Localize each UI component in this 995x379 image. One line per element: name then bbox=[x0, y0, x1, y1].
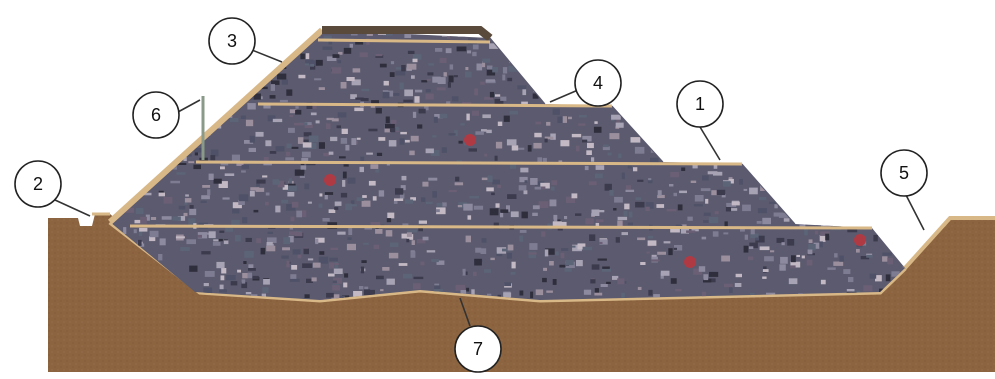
leader-line-2 bbox=[55, 200, 90, 216]
leader-line-5 bbox=[906, 195, 924, 230]
leader-line-3 bbox=[252, 50, 282, 62]
callout-2: 2 bbox=[15, 161, 61, 207]
svg-text:1: 1 bbox=[695, 94, 705, 114]
leader-line-1 bbox=[700, 127, 720, 160]
callout-4: 4 bbox=[575, 60, 621, 106]
svg-text:2: 2 bbox=[33, 174, 43, 194]
svg-text:3: 3 bbox=[227, 31, 237, 51]
callout-7: 7 bbox=[455, 326, 501, 372]
svg-text:5: 5 bbox=[899, 163, 909, 183]
callout-6: 6 bbox=[133, 92, 179, 138]
callout-1: 1 bbox=[677, 81, 723, 127]
cover-layer-1 bbox=[258, 104, 612, 106]
waste-body bbox=[100, 25, 920, 316]
leader-line-4 bbox=[550, 90, 578, 102]
svg-text:4: 4 bbox=[593, 73, 603, 93]
callout-5: 5 bbox=[881, 150, 927, 196]
svg-text:7: 7 bbox=[473, 339, 483, 359]
cover-layer-3 bbox=[130, 226, 872, 228]
cover-layer-2 bbox=[196, 162, 742, 164]
top-cap-liner bbox=[318, 40, 490, 42]
leader-line-6 bbox=[178, 100, 200, 112]
callout-3: 3 bbox=[209, 18, 255, 64]
svg-text:6: 6 bbox=[151, 105, 161, 125]
